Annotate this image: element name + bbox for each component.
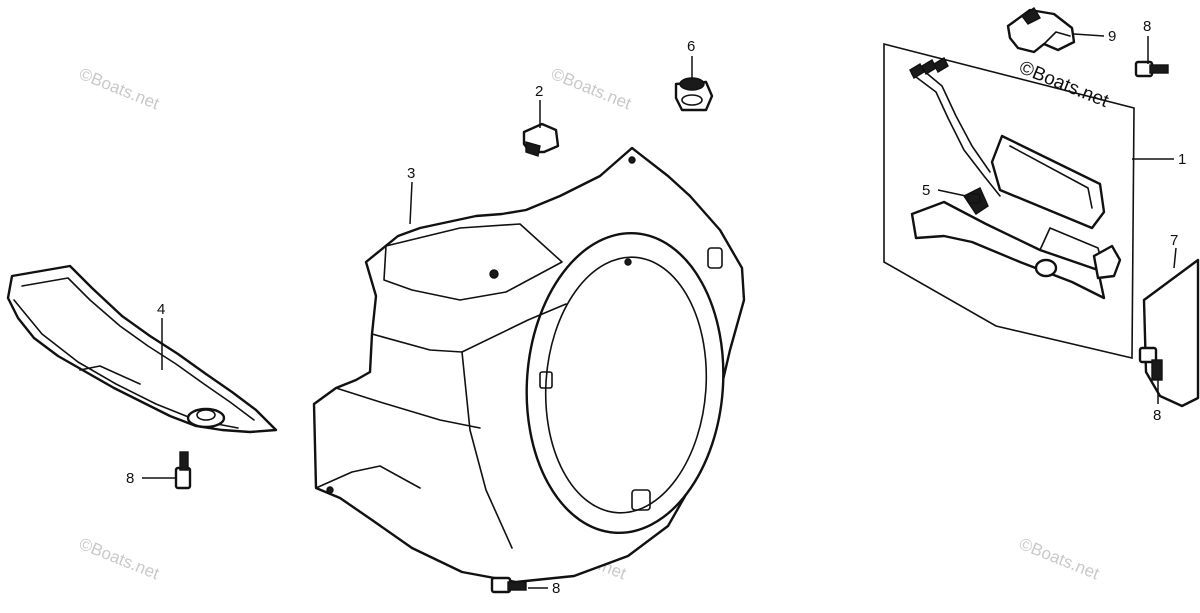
part-under-cover	[6, 264, 278, 434]
callout-2: 2	[535, 83, 543, 100]
callouts: 1 2 3 4 5 6 7 8 8 8 8 9	[126, 18, 1186, 597]
callout-8-right: 8	[1153, 407, 1161, 424]
bolt-right	[1138, 346, 1163, 381]
part-grommet	[674, 77, 714, 112]
callout-1: 1	[1178, 151, 1186, 168]
part-screw-5	[967, 193, 981, 204]
bolt-left	[174, 451, 192, 490]
callout-3: 3	[407, 165, 415, 182]
callout-6: 6	[687, 38, 695, 55]
callout-8-left: 8	[126, 470, 134, 487]
callout-9: 9	[1108, 28, 1116, 45]
watermark-top-right: ©Boats.net	[1016, 57, 1112, 112]
bolt-bottom	[490, 576, 527, 594]
part-ignition-assembly	[883, 42, 1135, 360]
watermark-bottom-left: ©Boats.net	[77, 534, 163, 583]
watermark-bottom-right: ©Boats.net	[1017, 534, 1103, 583]
part-wire-clamp	[1006, 7, 1076, 54]
callout-5: 5	[922, 182, 930, 199]
callout-8-top-right: 8	[1143, 18, 1151, 35]
leader-lines	[142, 33, 1177, 589]
part-clip	[522, 122, 560, 157]
watermark-top-center: ©Boats.net	[549, 64, 635, 113]
part-label-plate	[1142, 258, 1200, 408]
watermark-top-left: ©Boats.net	[77, 64, 163, 113]
bolt-top-right	[1134, 60, 1169, 78]
callout-4: 4	[157, 301, 165, 318]
part-fan-cover	[312, 146, 746, 584]
callout-8-bottom: 8	[552, 580, 560, 597]
callout-7: 7	[1170, 232, 1178, 249]
